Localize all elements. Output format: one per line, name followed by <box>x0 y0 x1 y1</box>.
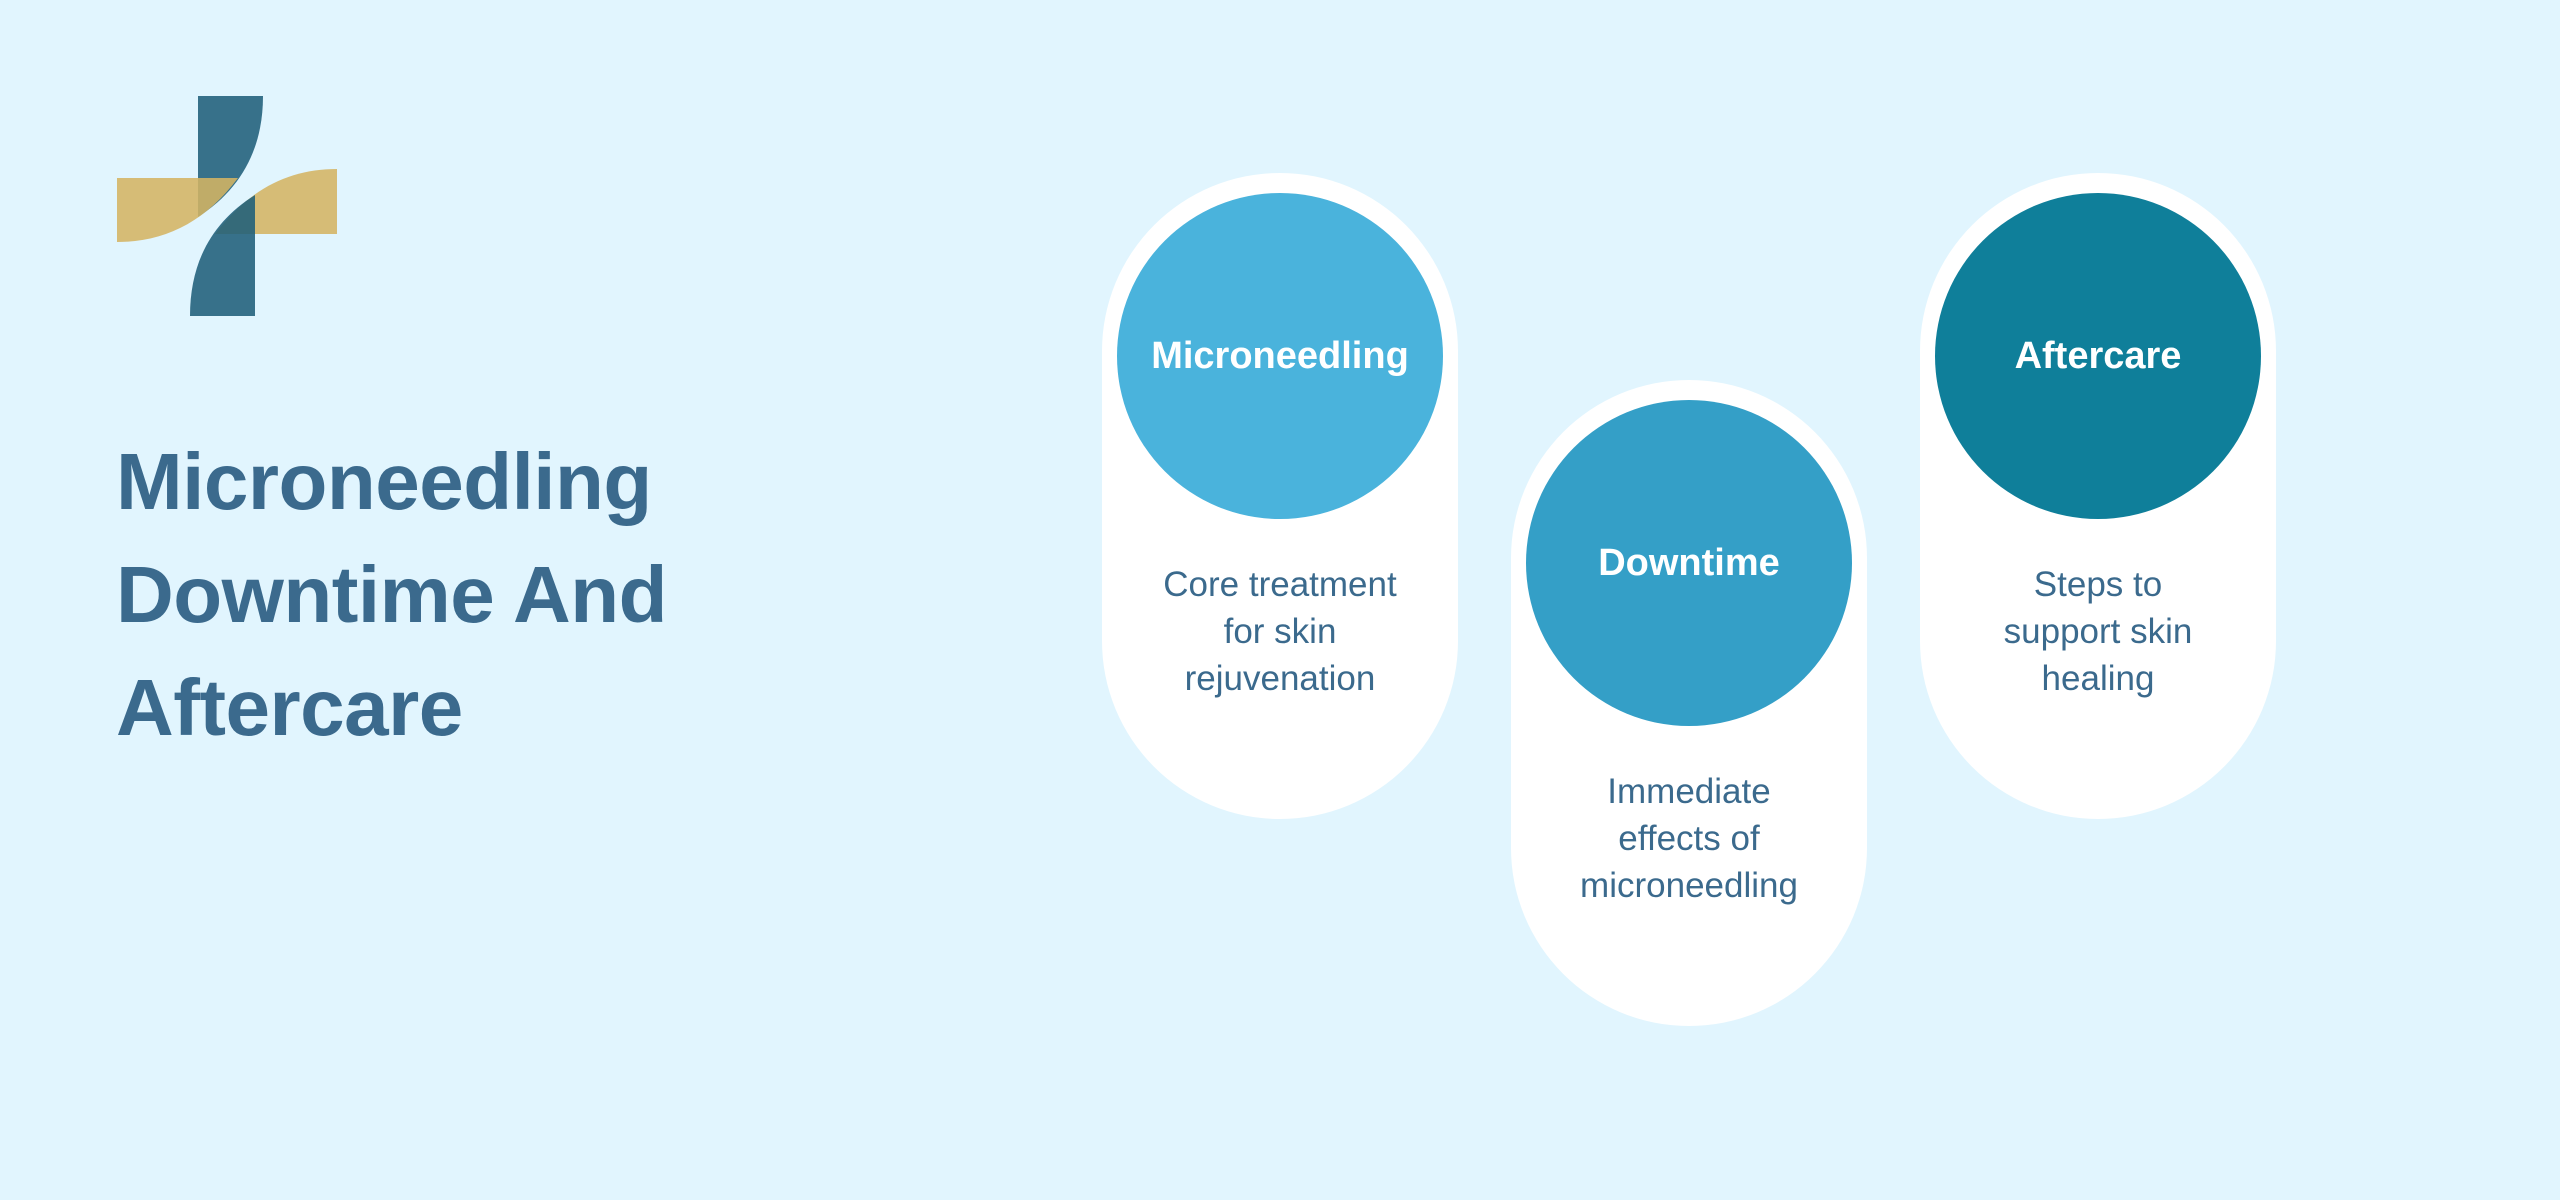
step-card-aftercare: Aftercare Steps to support skin healing <box>1920 173 2276 819</box>
step-circle: Microneedling <box>1117 193 1443 519</box>
description-line: for skin <box>1223 612 1337 651</box>
medical-cross-icon <box>117 96 337 316</box>
description-line: Immediate <box>1607 772 1771 811</box>
step-description: Core treatment for skin rejuvenation <box>1122 561 1438 702</box>
description-line: Steps to <box>2033 565 2163 604</box>
step-circle: Downtime <box>1526 400 1852 726</box>
step-description: Steps to support skin healing <box>1940 561 2256 702</box>
description-line: rejuvenation <box>1184 659 1376 698</box>
logo-bottom-bar <box>190 195 255 316</box>
step-label: Downtime <box>1598 541 1780 584</box>
page-title: Microneedling Downtime And Aftercare <box>116 425 668 764</box>
description-line: healing <box>2041 659 2155 698</box>
step-card-downtime: Downtime Immediate effects of microneedl… <box>1511 380 1867 1026</box>
description-line: support skin <box>2003 612 2193 651</box>
step-label: Microneedling <box>1151 334 1409 377</box>
title-line-2: Downtime And <box>116 550 668 639</box>
step-label: Aftercare <box>2014 334 2182 377</box>
title-line-1: Microneedling <box>116 437 652 526</box>
step-circle: Aftercare <box>1935 193 2261 519</box>
description-line: effects of <box>1618 819 1760 858</box>
description-line: microneedling <box>1580 866 1798 905</box>
title-line-3: Aftercare <box>116 663 463 752</box>
step-card-microneedling: Microneedling Core treatment for skin re… <box>1102 173 1458 819</box>
logo-left-bar <box>117 178 238 242</box>
step-description: Immediate effects of microneedling <box>1531 768 1847 909</box>
description-line: Core treatment <box>1163 565 1397 604</box>
